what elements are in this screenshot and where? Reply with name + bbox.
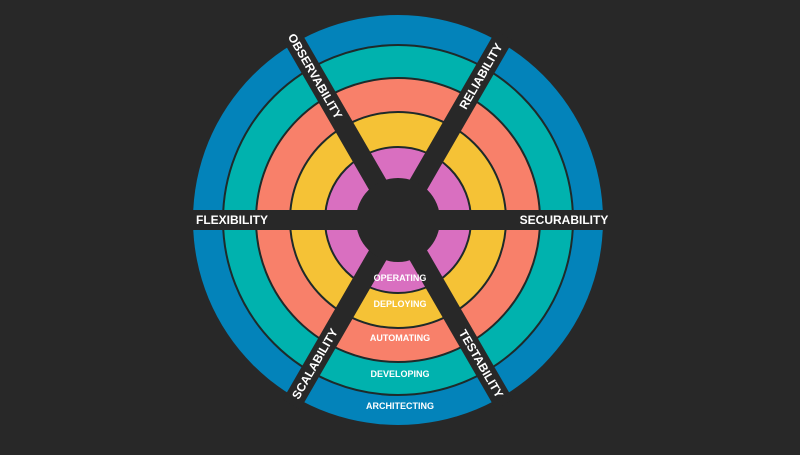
center-hub (356, 178, 440, 262)
spoke-bar-testability (389, 214, 514, 410)
ring-label-deploying: DEPLOYING (373, 299, 426, 309)
spoke-label-flexibility: FLEXIBILITY (196, 213, 268, 227)
spoke-bar-reliability (389, 30, 514, 225)
spoke-bar-flexibility (185, 210, 398, 230)
ring-label-automating: AUTOMATING (370, 333, 430, 343)
ring-labels-layer: ARCHITECTING DEVELOPING AUTOMATING DEPLOYIN… (366, 273, 434, 411)
spoke-label-securability: SECURABILITY (520, 213, 609, 227)
spoke-bar-observability (282, 30, 407, 225)
ring-label-operating: OPERATING (374, 273, 427, 283)
ring-label-architecting: ARCHITECTING (366, 401, 434, 411)
ring-label-developing: DEVELOPING (370, 369, 429, 379)
rings-layer (193, 15, 603, 425)
spoke-bar-securability (398, 210, 611, 230)
spokes-layer (185, 30, 611, 410)
spoke-bar-scalability (282, 214, 407, 410)
